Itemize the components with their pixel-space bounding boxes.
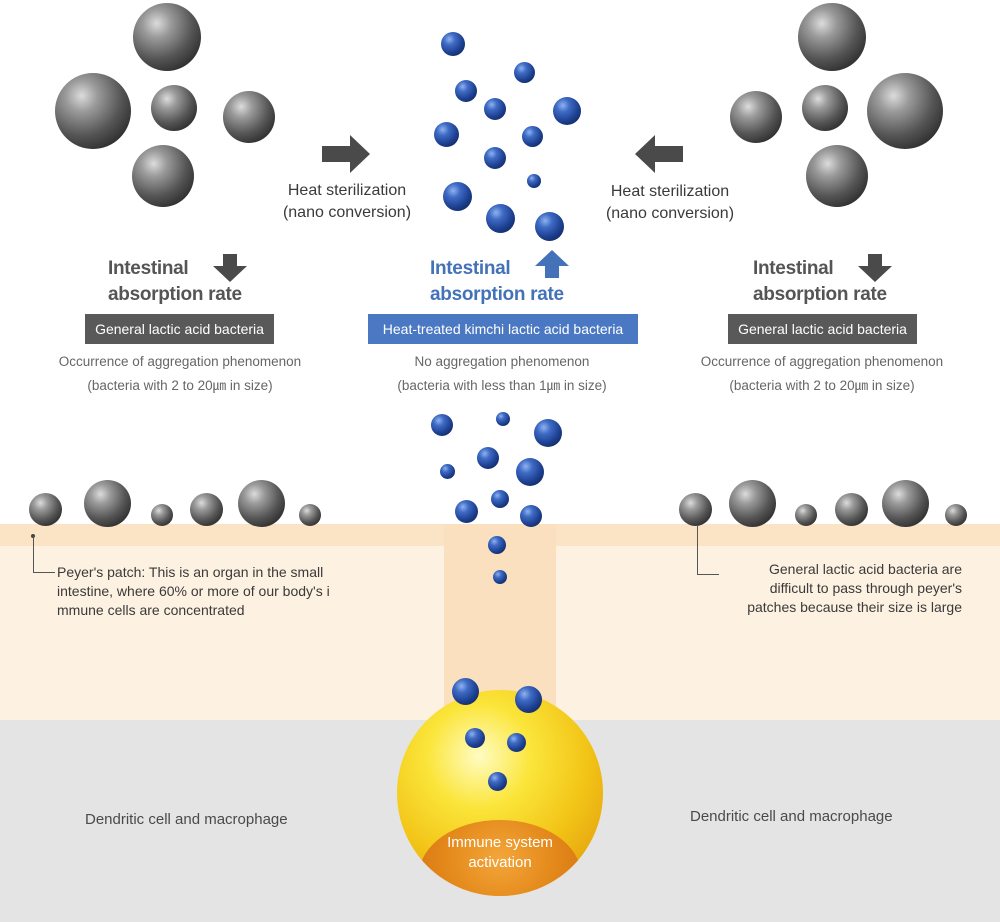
nano-bacterium: [440, 464, 455, 479]
immune-cell: Immune system activation: [397, 690, 603, 896]
nano-bacterium: [477, 447, 499, 469]
nano-bacterium: [520, 505, 542, 527]
nano-bacterium: [455, 500, 478, 523]
immune-activation-label: Immune system activation: [447, 834, 553, 871]
dendritic-cell-left-label: Dendritic cell and macrophage: [85, 811, 288, 828]
large-bacteria-leader-line: [697, 526, 698, 574]
absorption-rate-right-label: Intestinal absorption rate: [753, 258, 887, 305]
general-bacteria-badge-left: General lactic acid bacteria: [85, 314, 274, 344]
large-bacterium: [945, 504, 967, 526]
peyers-patch-leader-line: [33, 536, 34, 572]
nano-bacterium: [516, 458, 544, 486]
large-bacterium: [133, 3, 201, 71]
nano-bacterium: [486, 204, 515, 233]
heat-sterilization-left-label: Heat sterilization (nano conversion): [282, 182, 412, 221]
nano-bacterium: [553, 97, 581, 125]
large-bacterium: [84, 480, 131, 527]
large-bacterium: [806, 145, 868, 207]
aggregation-description-left: Occurrence of aggregation phenomenon (ba…: [58, 354, 302, 393]
nano-bacterium: [496, 412, 510, 426]
peyers-patch-leader-line: [33, 572, 55, 573]
dendritic-cell-right-label: Dendritic cell and macrophage: [690, 808, 893, 825]
nano-bacterium: [455, 80, 477, 102]
large-bacterium: [798, 3, 866, 71]
nano-bacterium: [465, 728, 485, 748]
large-bacterium: [55, 73, 131, 149]
heat-treated-bacteria-badge: Heat-treated kimchi lactic acid bacteria: [368, 314, 638, 344]
arrow-up-icon: [535, 250, 569, 278]
nano-bacterium: [431, 414, 453, 436]
large-bacterium: [867, 73, 943, 149]
large-bacterium: [29, 493, 62, 526]
nano-bacterium: [443, 182, 472, 211]
nano-bacterium: [441, 32, 465, 56]
nano-bacterium: [488, 772, 507, 791]
large-bacterium: [882, 480, 929, 527]
arrow-right-icon: [322, 135, 370, 173]
peyers-patch-note: Peyer's patch: This is an organ in the s…: [57, 564, 330, 618]
nano-bacterium: [491, 490, 509, 508]
nano-bacterium: [507, 733, 526, 752]
nano-bacterium: [534, 419, 562, 447]
large-bacterium: [729, 480, 776, 527]
large-bacterium: [132, 145, 194, 207]
nano-bacterium: [514, 62, 535, 83]
nano-bacterium: [515, 686, 542, 713]
nano-bacterium: [493, 570, 507, 584]
large-bacterium: [238, 480, 285, 527]
large-bacterium: [151, 504, 173, 526]
absorption-rate-center-label: Intestinal absorption rate: [430, 258, 564, 305]
general-bacteria-badge-right: General lactic acid bacteria: [728, 314, 917, 344]
nano-bacterium: [434, 122, 459, 147]
arrow-down-icon: [213, 254, 247, 282]
aggregation-description-right: Occurrence of aggregation phenomenon (ba…: [700, 354, 944, 393]
large-bacterium: [795, 504, 817, 526]
large-bacteria-note: General lactic acid bacteria are difficu…: [747, 561, 962, 615]
large-bacterium: [151, 85, 197, 131]
large-bacterium: [730, 91, 782, 143]
large-bacteria-leader-line: [697, 574, 719, 575]
arrow-down-icon: [858, 254, 892, 282]
nano-bacterium: [527, 174, 541, 188]
nano-bacterium: [535, 212, 564, 241]
nano-bacterium: [522, 126, 543, 147]
nano-bacterium: [484, 98, 506, 120]
arrow-left-icon: [635, 135, 683, 173]
large-bacterium: [835, 493, 868, 526]
large-bacterium: [299, 504, 321, 526]
nano-bacterium: [484, 147, 506, 169]
no-aggregation-description: No aggregation phenomenon (bacteria with…: [397, 354, 607, 393]
absorption-rate-left-label: Intestinal absorption rate: [108, 258, 242, 305]
large-bacterium: [190, 493, 223, 526]
nano-bacterium: [488, 536, 506, 554]
nano-bacterium: [452, 678, 479, 705]
large-bacterium: [223, 91, 275, 143]
large-bacterium: [679, 493, 712, 526]
heat-sterilization-right-label: Heat sterilization (nano conversion): [605, 183, 735, 222]
large-bacterium: [802, 85, 848, 131]
